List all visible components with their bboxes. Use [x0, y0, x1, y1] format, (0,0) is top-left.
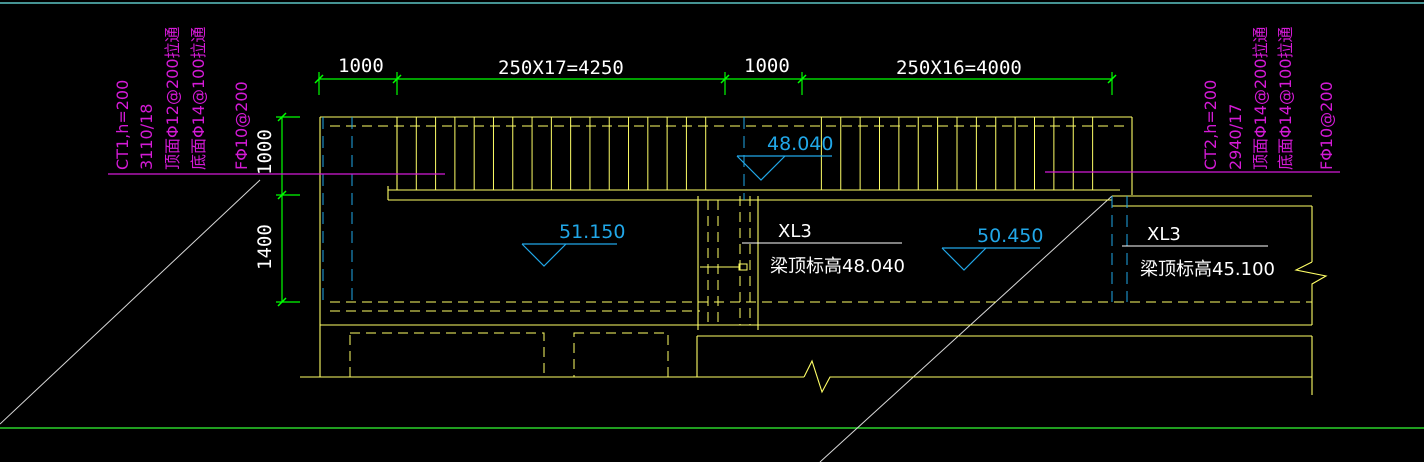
dim-mid-landing: 1000 — [744, 55, 790, 77]
elevation-marker-top — [736, 155, 832, 181]
dim-upper-height: 1000 — [254, 129, 276, 175]
dimension-chain — [276, 72, 1113, 303]
diagonal-lines — [0, 179, 1113, 462]
beam-right-note: 梁顶标高45.100 — [1140, 259, 1275, 280]
elevation-marker-left — [521, 243, 617, 267]
cyan-hidden-lines — [322, 117, 1128, 302]
beam-right-name: XL3 — [1147, 224, 1181, 245]
dim-left-treads: 250X17=4250 — [498, 57, 624, 79]
stair-right-line-3: 顶面Φ14@200拉通 — [1251, 27, 1270, 171]
dimension-ticks — [277, 74, 1117, 307]
stair-right-line-4: 底面Φ14@100拉通 — [1276, 27, 1295, 171]
dim-left-landing: 1000 — [338, 55, 384, 77]
stair-left-line-4: 底面Φ14@100拉通 — [189, 27, 208, 171]
stair-left-line-3: 顶面Φ12@200拉通 — [163, 27, 182, 171]
stair-right-line-1: CT2,h=200 — [1201, 80, 1220, 170]
elevation-left-label: 51.150 — [559, 221, 625, 243]
elevation-marker-right — [941, 247, 1040, 271]
beam-left-note: 梁顶标高48.040 — [770, 256, 905, 277]
beam-left-name: XL3 — [778, 221, 812, 242]
stair-left-line-5: FΦ10@200 — [232, 81, 251, 170]
stair-left-line-1: CT1,h=200 — [113, 80, 132, 170]
elevation-right-label: 50.450 — [977, 225, 1043, 247]
stair-treads — [415, 117, 1094, 190]
dim-lower-height: 1400 — [254, 224, 276, 270]
stair-right-line-2: 2940/17 — [1226, 104, 1245, 170]
stair-left-notes: CT1,h=200 3110/18 顶面Φ12@200拉通 底面Φ14@100拉… — [113, 27, 251, 171]
hidden-lines — [330, 125, 1312, 378]
stair-right-notes: CT2,h=200 2940/17 顶面Φ14@200拉通 底面Φ14@100拉… — [1201, 27, 1336, 171]
stair-right-line-5: FΦ10@200 — [1317, 81, 1336, 170]
stair-left-line-2: 3110/18 — [137, 104, 156, 170]
elevation-top-label: 48.040 — [767, 133, 833, 155]
dim-right-treads: 250X16=4000 — [896, 57, 1022, 79]
